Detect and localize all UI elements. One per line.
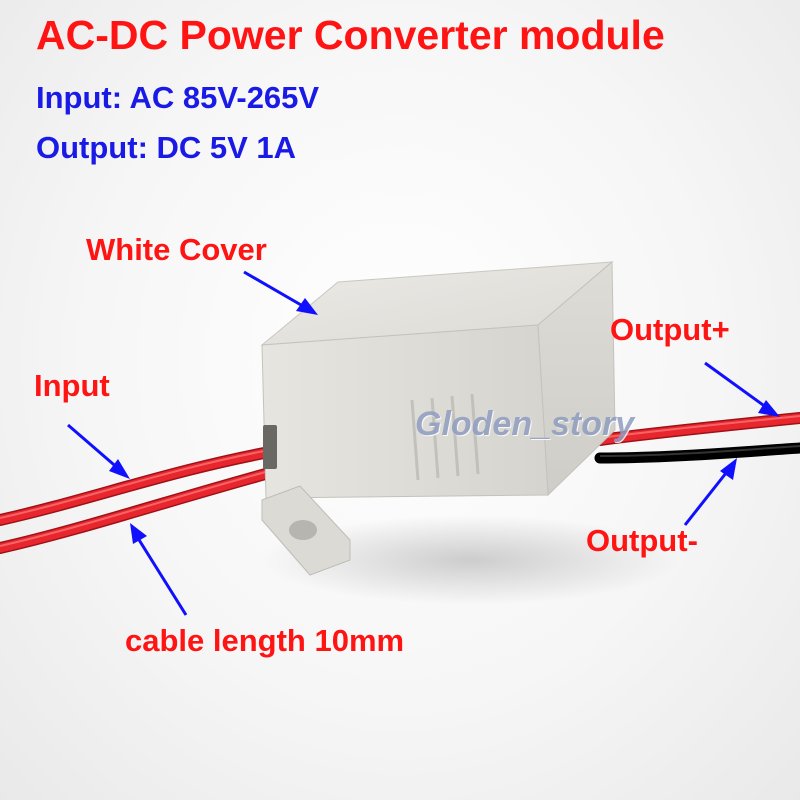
arrow-output-plus [704, 361, 771, 412]
annotation-arrows [67, 270, 780, 616]
output-wires [594, 412, 800, 464]
label-input: Input [34, 368, 110, 403]
spec-output: Output: DC 5V 1A [36, 130, 297, 165]
mounting-hole [289, 520, 317, 540]
arrow-output-minus [683, 467, 732, 526]
cover-ridges [410, 393, 480, 481]
wire-slot [263, 425, 277, 469]
module-shadow [260, 515, 680, 605]
label-cable-length: cable length 10mm [125, 623, 405, 658]
label-output-minus: Output- [586, 523, 698, 558]
watermark-text: Gloden_story [415, 405, 635, 443]
arrow-input [67, 423, 121, 472]
page-title: AC-DC Power Converter module [36, 12, 665, 58]
spec-input: Input: AC 85V-265V [36, 80, 320, 115]
label-white-cover: White Cover [86, 232, 267, 267]
arrow-white-cover [243, 270, 309, 311]
module-body [260, 260, 616, 576]
label-output-plus: Output+ [610, 312, 730, 347]
input-wires [0, 444, 286, 554]
arrow-cable-length [134, 534, 188, 616]
